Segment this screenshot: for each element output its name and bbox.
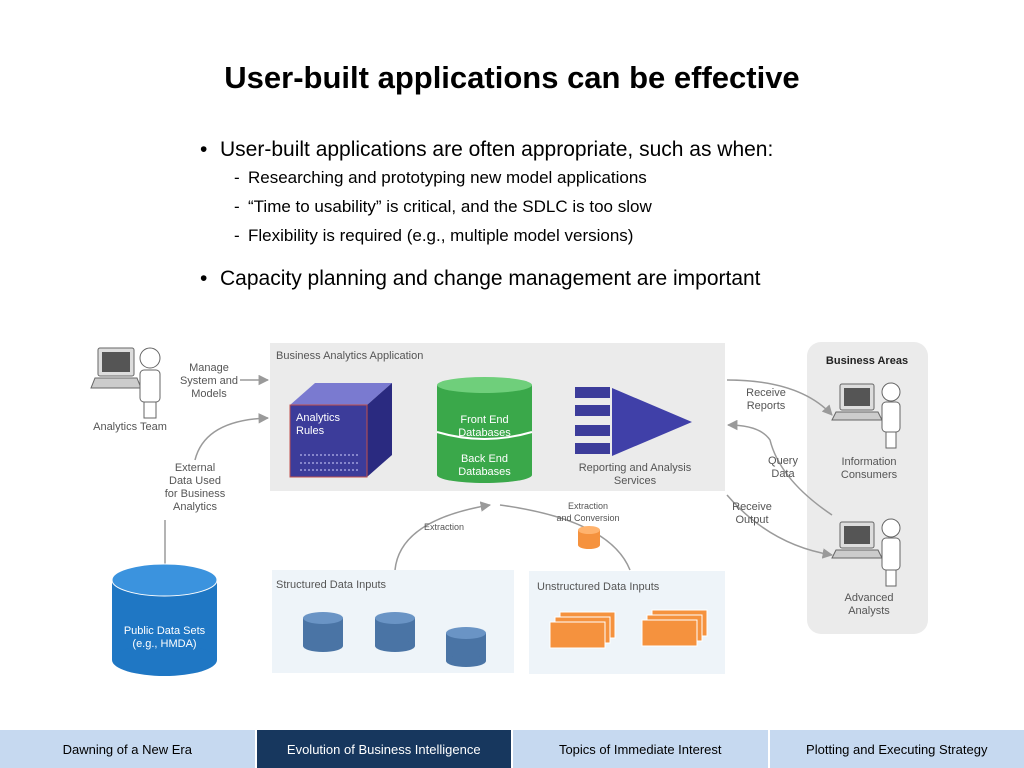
sub-bullet-item: -“Time to usability” is critical, and th…	[234, 197, 773, 226]
analytics-rules-label: Rules	[296, 425, 325, 437]
external-data-label: External	[175, 462, 215, 474]
sub-bullet-dash: -	[234, 226, 240, 245]
sub-bullet-item: -Researching and prototyping new model a…	[234, 168, 773, 197]
conversion-db-icon	[578, 526, 600, 549]
slide-title: User-built applications can be effective	[224, 60, 800, 95]
app-box-label: Business Analytics Application	[276, 350, 423, 362]
analytics-rules-cube: Analytics Rules	[289, 383, 392, 478]
sub-bullet-item: -Flexibility is required (e.g., multiple…	[234, 226, 773, 255]
extraction-conversion-label: Extraction	[568, 501, 608, 511]
bullet-dot: •	[200, 138, 208, 161]
bullet-item: • Capacity planning and change management…	[200, 267, 773, 297]
receive-reports-label: Receive	[746, 387, 786, 399]
document-stack-icon	[641, 609, 708, 647]
analytics-rules-label: Analytics	[296, 412, 341, 424]
sub-bullet-dash: -	[234, 168, 240, 187]
unstructured-inputs-label: Unstructured Data Inputs	[537, 581, 660, 593]
back-end-db-label: Databases	[458, 466, 511, 478]
section-nav: Dawning of a New Era Evolution of Busine…	[0, 730, 1024, 768]
public-data-sets-label: (e.g., HMDA)	[132, 638, 196, 650]
advanced-analyst-icon	[831, 518, 901, 587]
nav-tab-strategy[interactable]: Plotting and Executing Strategy	[769, 730, 1024, 768]
nav-tab-dawning[interactable]: Dawning of a New Era	[0, 730, 257, 768]
sub-bullet-text: Flexibility is required (e.g., multiple …	[248, 226, 634, 245]
manage-label: Manage	[189, 362, 229, 374]
back-end-db-label: Back End	[461, 453, 508, 465]
receive-reports-label: Reports	[747, 400, 786, 412]
information-consumers-label: Information	[841, 456, 896, 468]
manage-label: Models	[191, 388, 227, 400]
document-stack-icon	[549, 611, 616, 649]
query-data-label: Query	[768, 455, 798, 467]
architecture-diagram: Business Analytics Application Analytics…	[90, 342, 928, 676]
reporting-services-label: Services	[614, 475, 657, 487]
manage-label: System and	[180, 375, 238, 387]
business-areas-label: Business Areas	[826, 355, 908, 367]
reporting-services-icon: Reporting and Analysis Services	[575, 387, 692, 487]
bullet-text: Capacity planning and change management …	[220, 267, 761, 290]
structured-inputs-label: Structured Data Inputs	[276, 579, 387, 591]
extraction-conversion-label: and Conversion	[556, 513, 619, 523]
bullet-list: • User-built applications are often appro…	[200, 138, 773, 297]
extraction-label: Extraction	[424, 522, 464, 532]
public-data-sets-db: Public Data Sets (e.g., HMDA)	[111, 563, 218, 676]
external-data-label: Analytics	[173, 501, 218, 513]
structured-db-icon	[375, 612, 415, 652]
public-data-sets-label: Public Data Sets	[124, 625, 206, 637]
information-consumer-icon	[831, 382, 901, 449]
external-data-label: for Business	[165, 488, 226, 500]
analytics-team-label: Analytics Team	[93, 421, 167, 433]
sub-bullet-text: “Time to usability” is critical, and the…	[248, 197, 652, 216]
nav-tab-evolution[interactable]: Evolution of Business Intelligence	[256, 730, 513, 768]
database-stack: Front End Databases Back End Databases	[436, 377, 533, 483]
external-data-label: Data Used	[169, 475, 221, 487]
advanced-analysts-label: Advanced	[845, 592, 894, 604]
front-end-db-label: Databases	[458, 427, 511, 439]
front-end-db-label: Front End	[460, 414, 508, 426]
structured-db-icon	[303, 612, 343, 652]
information-consumers-label: Consumers	[841, 469, 898, 481]
reporting-services-label: Reporting and Analysis	[579, 462, 692, 474]
receive-output-label: Receive	[732, 501, 772, 513]
bullet-item: • User-built applications are often appro…	[200, 138, 773, 168]
sub-bullet-text: Researching and prototyping new model ap…	[248, 168, 647, 187]
analytics-team-icon	[90, 347, 161, 419]
bullet-dot: •	[200, 267, 208, 290]
structured-db-icon	[446, 627, 486, 667]
sub-bullet-dash: -	[234, 197, 240, 216]
advanced-analysts-label: Analysts	[848, 605, 890, 617]
query-data-label: Data	[771, 468, 795, 480]
nav-tab-topics[interactable]: Topics of Immediate Interest	[513, 730, 770, 768]
receive-output-label: Output	[735, 514, 768, 526]
bullet-text: User-built applications are often approp…	[220, 138, 774, 161]
